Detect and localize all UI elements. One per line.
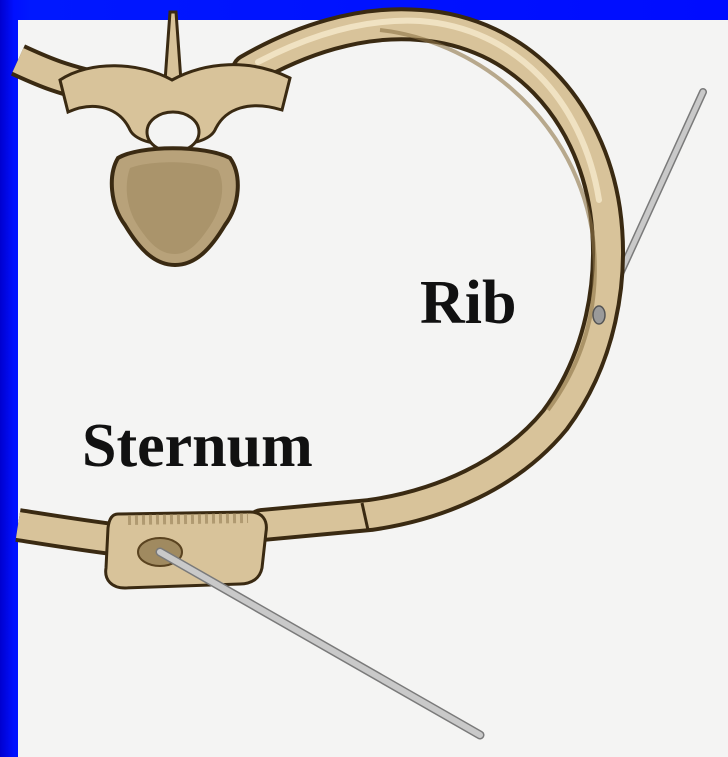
sternum-label: Sternum <box>82 415 313 477</box>
sternum-needle <box>160 552 480 735</box>
rib-puncture-point <box>593 306 605 324</box>
sternum <box>106 512 267 588</box>
rib-label: Rib <box>420 272 516 334</box>
